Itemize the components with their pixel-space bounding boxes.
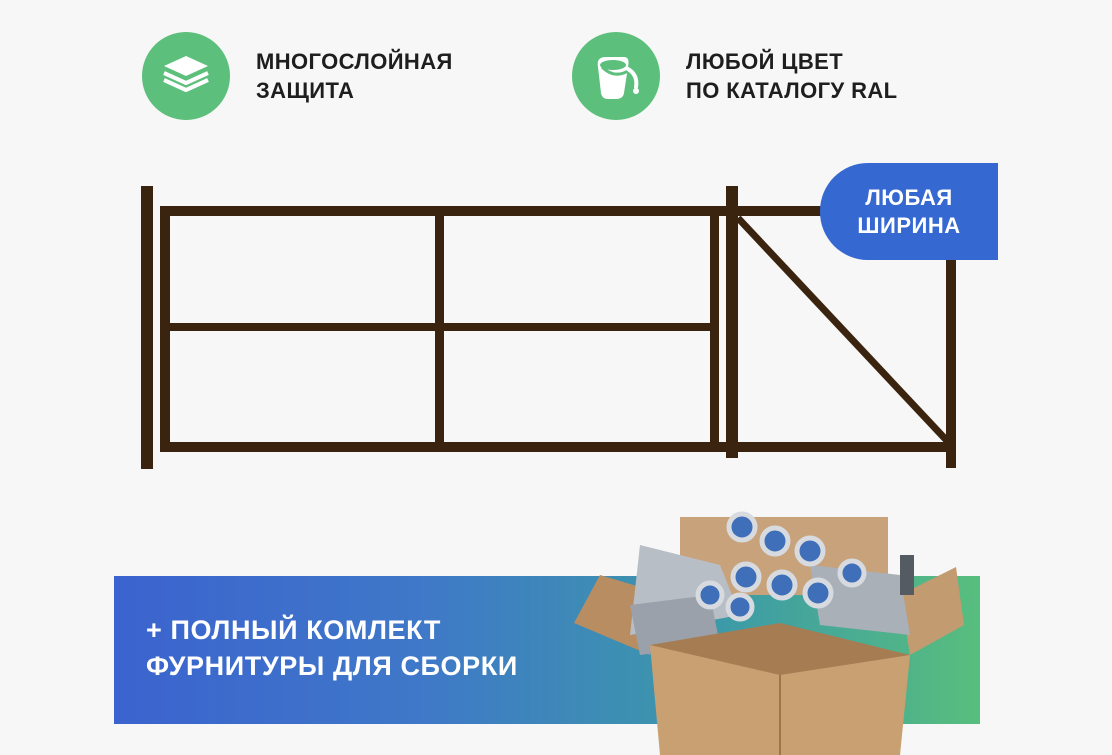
badge-line: ЛЮБАЯ — [865, 184, 953, 210]
feature-text-line: ЛЮБОЙ ЦВЕТ — [686, 49, 844, 74]
hardware-box-image — [574, 511, 964, 755]
layers-icon — [163, 56, 209, 92]
feature-text-line: МНОГОСЛОЙНАЯ — [256, 49, 453, 74]
any-width-badge: ЛЮБАЯ ШИРИНА — [820, 163, 998, 260]
gate-tail-top — [738, 206, 828, 216]
banner-text-line: + ПОЛНЫЙ КОМЛЕКТ — [146, 615, 441, 645]
gate-tail-diagonal — [735, 215, 953, 447]
feature-text: МНОГОСЛОЙНАЯ ЗАЩИТА — [256, 47, 453, 105]
gate-frame-horizontal-bar — [160, 323, 716, 331]
hardware-parts — [630, 511, 914, 655]
feature-multilayer-protection: МНОГОСЛОЙНАЯ ЗАЩИТА — [142, 32, 453, 120]
sliding-gate-frame — [141, 186, 956, 469]
feature-any-ral-color: ЛЮБОЙ ЦВЕТ ПО КАТАЛОГУ RAL — [572, 32, 898, 120]
gate-frame-bottom — [160, 442, 952, 452]
gate-post-left — [141, 186, 153, 469]
box-front-top-edge — [650, 623, 910, 675]
feature-text-line: ЗАЩИТА — [256, 78, 355, 103]
gate-tail-end — [946, 240, 956, 468]
gate-frame-right — [710, 206, 719, 452]
feature-text: ЛЮБОЙ ЦВЕТ ПО КАТАЛОГУ RAL — [686, 47, 898, 105]
feature-text-line: ПО КАТАЛОГУ RAL — [686, 78, 898, 103]
box-right-flap — [900, 567, 964, 655]
paint-bucket-icon — [597, 57, 639, 99]
gate-post-right — [726, 186, 738, 458]
badge-line: ШИРИНА — [857, 212, 961, 238]
banner-text-line: ФУРНИТУРЫ ДЛЯ СБОРКИ — [146, 651, 518, 681]
feature-icon-circle — [142, 32, 230, 120]
banner-text: + ПОЛНЫЙ КОМЛЕКТ ФУРНИТУРЫ ДЛЯ СБОРКИ — [146, 612, 518, 684]
feature-icon-circle — [572, 32, 660, 120]
